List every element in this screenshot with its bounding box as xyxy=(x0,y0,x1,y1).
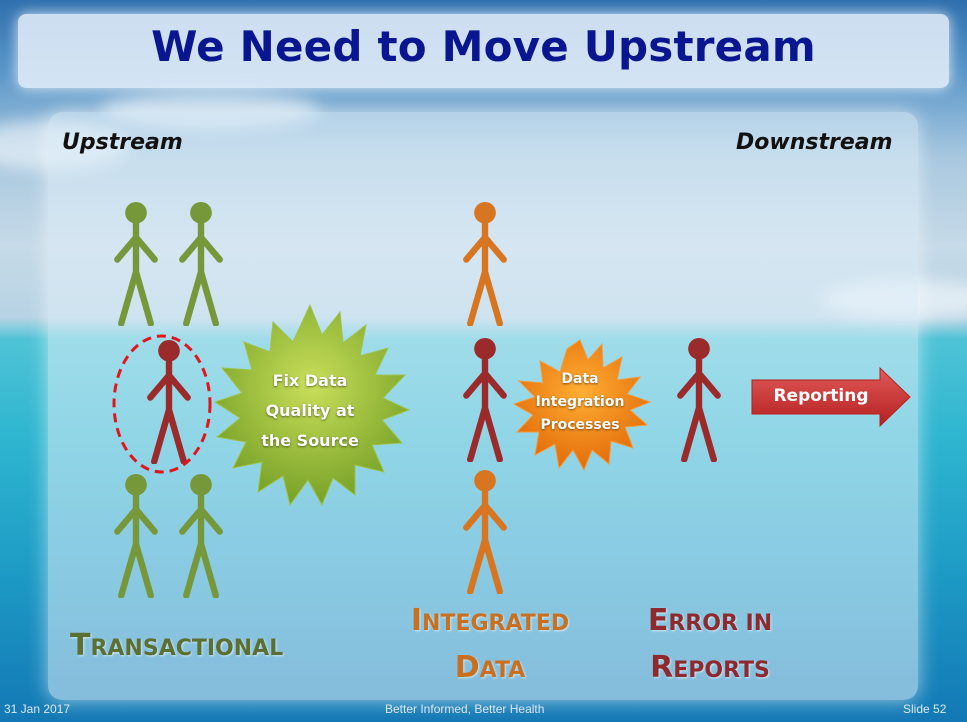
stick-figure-red xyxy=(680,338,717,460)
integration-text: Data Integration Processes xyxy=(535,371,625,433)
upstream-label: Upstream xyxy=(62,130,183,155)
highlight-circle xyxy=(112,334,212,474)
downstream-label: Downstream xyxy=(736,130,893,155)
integration-burst xyxy=(512,339,652,472)
stick-figure-green xyxy=(182,474,219,596)
stick-figure-orange xyxy=(466,470,503,592)
fix-data-burst xyxy=(213,303,411,507)
stick-figure-green xyxy=(182,202,219,324)
title-bar xyxy=(18,14,949,88)
stick-figure-green xyxy=(117,474,154,596)
stick-figure-red-highlighted xyxy=(150,340,187,462)
footer-date: 31 Jan 2017 xyxy=(4,702,71,716)
slide-title: We Need to Move Upstream xyxy=(151,22,816,71)
integrated-data-label: INTEGRATED DATA xyxy=(410,603,570,685)
stick-figure-orange xyxy=(466,202,503,324)
transactional-label: TRANSACTIONAL xyxy=(70,628,284,663)
footer-slide-number: Slide 52 xyxy=(903,702,947,716)
error-in-reports-label: ERROR IN REPORTS xyxy=(647,603,773,685)
stick-figure-green xyxy=(117,202,154,324)
reporting-label: Reporting xyxy=(773,386,869,406)
footer-center: Better Informed, Better Health xyxy=(385,702,545,716)
fix-data-text: Fix Data Quality at the Source xyxy=(261,371,359,450)
reporting-arrow xyxy=(751,366,911,428)
stick-figure-red xyxy=(466,338,503,460)
